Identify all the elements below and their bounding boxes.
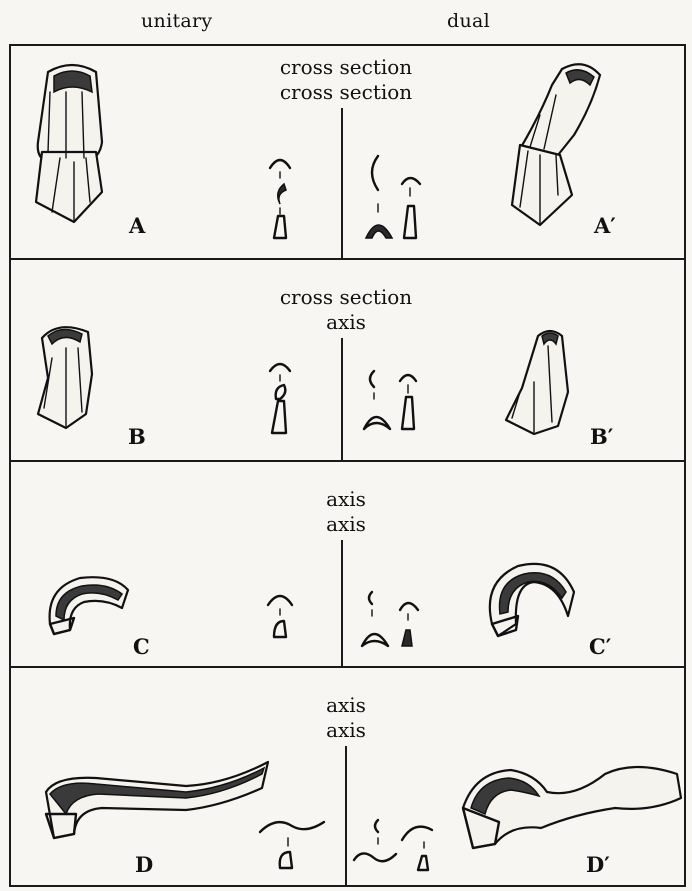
label-a: A — [129, 213, 145, 238]
dual-prism-a-drawing — [500, 55, 610, 235]
row-a-line1: cross section — [261, 55, 431, 80]
row-divider — [9, 460, 686, 462]
row-c-rule: axis axis — [255, 487, 437, 537]
label-d: D — [135, 852, 153, 877]
dual-bar-d-drawing — [455, 752, 687, 857]
dual-prism-b-drawing — [498, 322, 588, 442]
dual-arch-c-drawing — [478, 552, 583, 644]
label-b: B — [128, 424, 146, 449]
row-a-rule: cross section cross section — [255, 55, 437, 105]
row-a-line2: cross section — [261, 80, 431, 105]
row-b-line2: axis — [261, 310, 431, 335]
row-d-line1: axis — [261, 693, 431, 718]
column-header-dual: dual — [447, 10, 490, 32]
unitary-prism-b-drawing — [28, 318, 118, 438]
row-divider — [9, 258, 686, 260]
unitary-bar-d-drawing — [36, 758, 276, 843]
column-divider — [345, 746, 347, 887]
row-d-line2: axis — [261, 718, 431, 743]
row-c-line2: axis — [261, 512, 431, 537]
label-c-prime: C′ — [589, 634, 611, 659]
unitary-section-d — [256, 812, 336, 872]
dual-sections-c — [360, 590, 430, 650]
label-d-prime: D′ — [586, 852, 610, 877]
dual-sections-b — [362, 365, 432, 435]
row-d-rule: axis axis — [255, 693, 437, 743]
row-b-line1: cross section — [261, 285, 431, 310]
label-c: C — [133, 634, 150, 659]
unitary-section-b — [264, 355, 304, 440]
label-b-prime: B′ — [590, 424, 613, 449]
column-divider — [341, 540, 343, 666]
unitary-section-a — [264, 150, 304, 245]
column-divider — [341, 338, 343, 460]
unitary-prism-a-drawing — [30, 62, 110, 232]
row-c-line1: axis — [261, 487, 431, 512]
column-divider — [341, 108, 343, 258]
column-header-unitary: unitary — [141, 10, 212, 32]
unitary-arch-c-drawing — [40, 568, 135, 640]
dual-sections-a — [364, 150, 444, 245]
row-divider — [9, 666, 686, 668]
row-b-rule: cross section axis — [255, 285, 437, 335]
label-a-prime: A′ — [594, 213, 616, 238]
dual-sections-d — [352, 818, 442, 874]
unitary-section-c — [264, 585, 304, 645]
